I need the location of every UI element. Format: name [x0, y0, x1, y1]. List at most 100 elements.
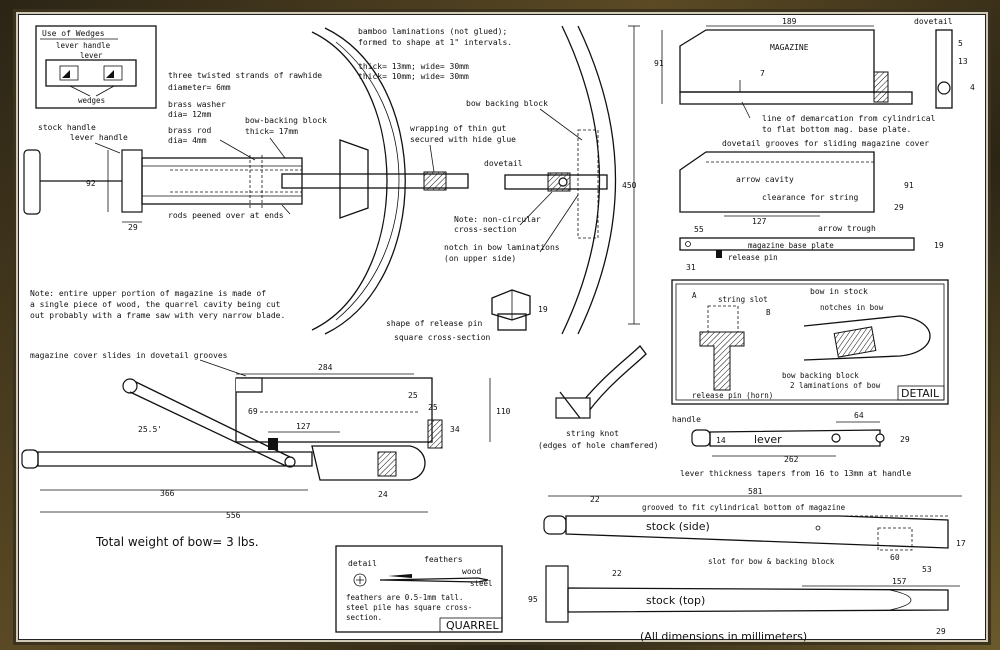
label-shape-release-pin: shape of release pin — [386, 319, 483, 328]
dim-450: 450 — [622, 181, 637, 190]
dim-110: 110 — [496, 407, 511, 416]
drawing-sheet — [16, 12, 988, 642]
dim-4: 4 — [970, 83, 975, 92]
label-wood: wood — [462, 567, 481, 576]
wedges-wedges: wedges — [78, 96, 105, 105]
dim-157: 157 — [892, 577, 907, 586]
label-bow-backing-block3: bow backing block — [782, 371, 859, 380]
quarrel-box — [335, 545, 503, 633]
label-thick1: thick= 13mm; wide= 30mm — [358, 62, 469, 71]
dim-29b: 29 — [894, 203, 904, 212]
label-magazine: MAGAZINE — [770, 43, 809, 52]
label-arrow-trough: arrow trough — [818, 224, 876, 233]
label-brass-rod: brass rod — [168, 126, 212, 135]
bow-in-stock-detail: bow in stock string slot A B release pin… — [671, 279, 949, 405]
label-diameter: diameter= 6mm — [168, 83, 231, 92]
side-view-assembly: magazine cover slides in dovetail groove… — [21, 351, 511, 549]
dim-7: 7 — [760, 69, 765, 78]
label-block-thick: thick= 17mm — [245, 127, 298, 136]
dim-189: 189 — [782, 17, 797, 26]
label-notch2: (on upper side) — [444, 254, 516, 263]
letter-a: A — [692, 291, 697, 300]
dim-22b: 22 — [612, 569, 622, 578]
label-detail: detail — [348, 559, 377, 568]
label-handle: handle — [672, 415, 701, 424]
letter-b: B — [766, 308, 771, 317]
label-notch1: notch in bow laminations — [444, 243, 560, 252]
note-line2: a single piece of wood, the quarrel cavi… — [30, 300, 281, 309]
wedges-title: Use of Wedges — [42, 29, 105, 38]
label-base-plate: magazine base plate — [748, 241, 834, 250]
feathers-note3: section. — [346, 613, 382, 622]
label-rods-peened: rods peened over at ends — [168, 211, 284, 220]
label-slot-bow: slot for bow & backing block — [708, 557, 835, 566]
dim-581: 581 — [748, 487, 763, 496]
label-thick2: thick= 10mm; wide= 30mm — [358, 72, 469, 81]
dim-95: 95 — [528, 595, 538, 604]
label-washer-dia: dia= 12mm — [168, 110, 212, 119]
label-bow-backing-block: bow-backing block — [245, 116, 327, 125]
label-noncircular2: cross-section — [454, 225, 517, 234]
label-string-knot2: (edges of hole chamfered) — [538, 441, 658, 450]
dim-29a: 29 — [128, 223, 138, 232]
label-stock-top: stock (top) — [646, 594, 705, 607]
label-rod-dia: dia= 4mm — [168, 136, 207, 145]
label-three-strands: three twisted strands of rawhide — [168, 71, 322, 80]
label-noncircular1: Note: non-circular — [454, 215, 541, 224]
note-line1: Note: entire upper portion of magazine i… — [30, 289, 266, 298]
dim-19b: 19 — [934, 241, 944, 250]
label-bamboo1: bamboo laminations (not glued); — [358, 27, 507, 36]
label-feathers: feathers — [424, 555, 463, 564]
top-view-assembly: three twisted strands of rawhide diamete… — [23, 27, 516, 335]
bow-side-view: bow backing block dovetail Note: non-cir… — [444, 25, 640, 335]
dim-127a: 127 — [296, 422, 311, 431]
label-release-pin-horn: release pin (horn) — [692, 391, 773, 400]
label-wrapping2: secured with hide glue — [410, 135, 516, 144]
dim-55: 55 — [694, 225, 704, 234]
string-knot-detail: string knot (edges of hole chamfered) — [538, 345, 658, 450]
dim-22a: 22 — [590, 495, 600, 504]
magazine-drawing: 189 MAGAZINE 91 7 line of demarcation fr… — [654, 17, 975, 272]
dim-262: 262 — [784, 455, 799, 464]
dim-13: 13 — [958, 57, 968, 66]
total-weight: Total weight of bow= 3 lbs. — [95, 535, 259, 549]
label-square-cross: square cross-section — [394, 333, 491, 342]
stock-side-drawing: 581 22 grooved to fit cylindrical bottom… — [543, 487, 966, 574]
detail-frame — [671, 279, 949, 405]
dim-53: 53 — [922, 565, 932, 574]
angle-25-5: 25.5' — [138, 425, 162, 434]
label-all-dims: (All dimensions in millimeters) — [640, 630, 807, 643]
quarrel-cross-section-icon — [353, 573, 367, 587]
dim-127b: 127 — [752, 217, 767, 226]
label-lever-handle: lever handle — [70, 133, 128, 142]
label-dovetail: dovetail — [484, 159, 523, 168]
label-brass-washer: brass washer — [168, 100, 226, 109]
dim-91b: 91 — [904, 181, 914, 190]
note-line3: out probably with a frame saw with very … — [30, 311, 285, 320]
label-string-knot1: string knot — [566, 429, 619, 438]
label-dovetail-grooves: dovetail grooves for sliding magazine co… — [722, 139, 929, 148]
label-stock-side: stock (side) — [646, 520, 710, 533]
label-grooved: grooved to fit cylindrical bottom of mag… — [642, 503, 846, 512]
label-wrapping1: wrapping of thin gut — [410, 124, 507, 133]
label-release-pin: release pin — [728, 253, 778, 262]
dim-556: 556 — [226, 511, 241, 520]
use-of-wedges-panel: Use of Wedges lever handle lever wedges — [35, 25, 157, 109]
dim-29d: 29 — [936, 627, 946, 636]
dim-60: 60 — [890, 553, 900, 562]
dim-14: 14 — [716, 436, 726, 445]
label-clearance: clearance for string — [762, 193, 859, 202]
dim-24: 24 — [378, 490, 388, 499]
dim-29c: 29 — [900, 435, 910, 444]
dim-64: 64 — [854, 411, 864, 420]
dim-366: 366 — [160, 489, 175, 498]
dim-69: 69 — [248, 407, 258, 416]
label-lever-thickness: lever thickness tapers from 16 to 13mm a… — [680, 469, 911, 478]
label-demarcation1: line of demarcation from cylindrical — [762, 114, 936, 123]
label-demarcation2: to flat bottom mag. base plate. — [762, 125, 911, 134]
label-arrow-cavity: arrow cavity — [736, 175, 794, 184]
dim-92: 92 — [86, 179, 96, 188]
label-magazine-cover: magazine cover slides in dovetail groove… — [30, 351, 228, 360]
release-pin-shape: shape of release pin square cross-sectio… — [386, 289, 548, 342]
